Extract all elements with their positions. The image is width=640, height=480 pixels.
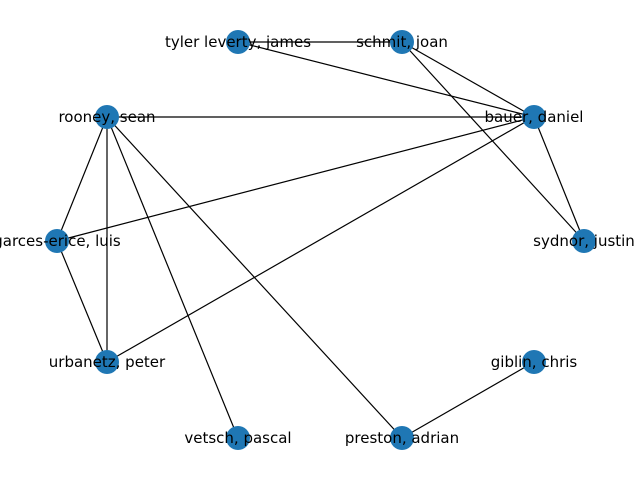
node-label: rooney, sean: [58, 108, 155, 126]
edge-rooney-vetsch: [106, 116, 239, 439]
edge-garces-urbanetz: [56, 240, 108, 363]
node-circle: [226, 426, 250, 450]
edge-bauer-garces: [56, 116, 535, 242]
node-tyler: tyler leverty, james: [165, 30, 311, 54]
edge-giblin-preston: [401, 361, 535, 439]
node-circle: [390, 426, 414, 450]
node-preston: preston, adrian: [345, 426, 459, 450]
edges-layer: [56, 41, 585, 439]
node-circle: [522, 105, 546, 129]
node-label: tyler leverty, james: [165, 33, 311, 51]
node-label: sydnor, justin: [533, 232, 635, 250]
node-urbanetz: urbanetz, peter: [49, 350, 166, 374]
node-label: giblin, chris: [491, 353, 578, 371]
edge-bauer-urbanetz: [106, 116, 535, 363]
node-circle: [522, 350, 546, 374]
node-rooney: rooney, sean: [58, 105, 156, 129]
node-label: schmit, joan: [356, 33, 448, 51]
node-giblin: giblin, chris: [491, 350, 578, 374]
edge-schmit-bauer: [401, 41, 535, 118]
node-circle: [226, 30, 250, 54]
node-circle: [572, 229, 596, 253]
node-vetsch: vetsch, pascal: [184, 426, 292, 450]
node-bauer: bauer, daniel: [485, 105, 584, 129]
edge-bauer-sydnor: [533, 116, 585, 242]
node-sydnor: sydnor, justin: [533, 229, 635, 253]
node-label: bauer, daniel: [485, 108, 584, 126]
node-schmit: schmit, joan: [356, 30, 448, 54]
edge-tyler-bauer: [237, 41, 535, 118]
node-garces: garces-erice, luis: [0, 229, 121, 253]
node-label: preston, adrian: [345, 429, 459, 447]
edge-rooney-garces: [56, 116, 108, 242]
node-circle: [45, 229, 69, 253]
node-circle: [390, 30, 414, 54]
node-circle: [95, 105, 119, 129]
nodes-layer: tyler leverty, james schmit, joan rooney, …: [0, 30, 635, 450]
node-circle: [95, 350, 119, 374]
edge-schmit-sydnor: [401, 41, 585, 242]
node-label: urbanetz, peter: [49, 353, 166, 371]
node-label: vetsch, pascal: [184, 429, 291, 447]
node-label: garces-erice, luis: [0, 232, 121, 250]
